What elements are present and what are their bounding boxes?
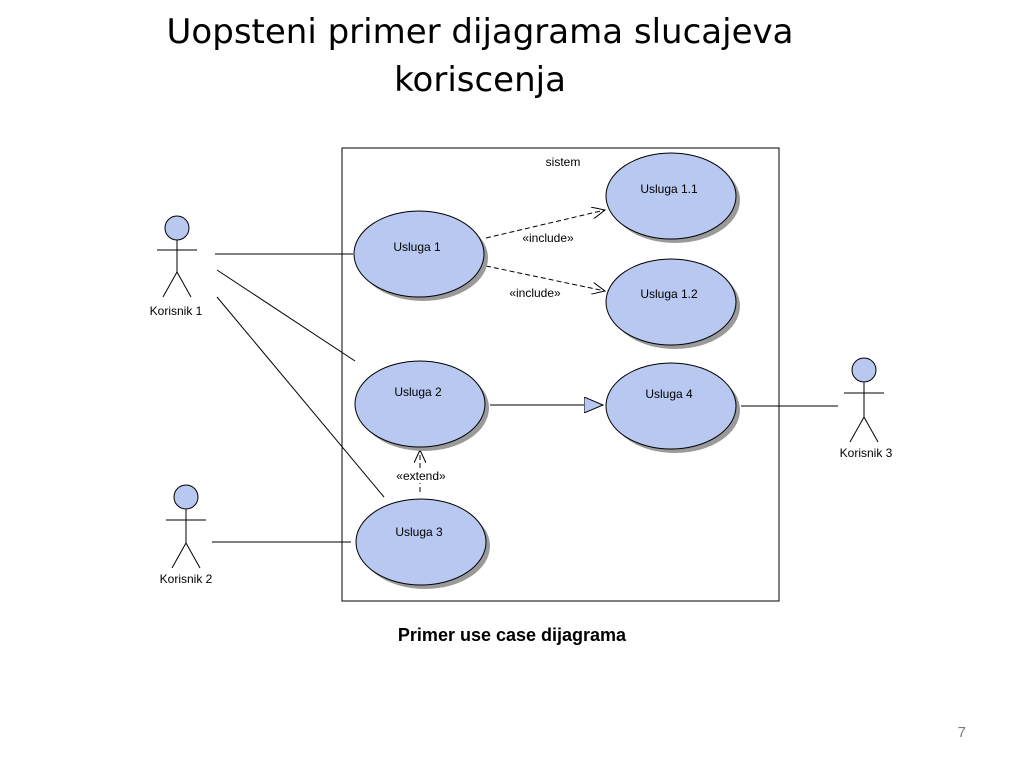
actor-figure-icon <box>157 215 197 298</box>
use-case-label: Usluga 3 <box>395 525 443 539</box>
include-usluga1-usluga11 <box>485 210 605 239</box>
use-case-usluga-2: Usluga 2 <box>354 360 489 451</box>
actor-figure-icon <box>166 484 206 569</box>
use-case-ellipse <box>605 152 737 240</box>
use-case-usluga-1: Usluga 1 <box>353 210 488 301</box>
include-label-1: «include» <box>522 231 574 245</box>
extend-label-background <box>393 468 451 483</box>
use-case-usluga-3: Usluga 3 <box>355 498 490 589</box>
diagram-caption: Primer use case dijagrama <box>397 625 627 645</box>
association-korisnik1-usluga3 <box>216 296 385 498</box>
association-korisnik1-usluga2 <box>216 269 356 362</box>
include-label-2: «include» <box>509 286 561 300</box>
use-case-usluga-1-2: Usluga 1.2 <box>605 258 740 349</box>
use-case-label: Usluga 1.1 <box>640 182 698 196</box>
slide-title-line-2: koriscenja <box>394 60 566 100</box>
system-label: sistem <box>546 155 581 169</box>
slide-title: Uopsteni primer dijagrama slucajeva kori… <box>100 8 860 104</box>
actor-figure-icon <box>844 357 884 443</box>
actor-korisnik-3: Korisnik 3 <box>840 357 893 460</box>
use-case-label: Usluga 1.2 <box>640 287 698 301</box>
page-number: 7 <box>957 724 966 741</box>
actor-label: Korisnik 2 <box>160 572 213 586</box>
use-case-usluga-4: Usluga 4 <box>605 362 740 453</box>
use-case-label: Usluga 4 <box>645 387 693 401</box>
use-case-ellipse <box>354 360 486 448</box>
system-boundary <box>341 147 780 602</box>
use-case-label: Usluga 1 <box>393 240 441 254</box>
use-case-ellipse <box>605 258 737 346</box>
extend-label: «extend» <box>396 469 446 483</box>
actor-korisnik-2: Korisnik 2 <box>160 484 213 586</box>
use-case-label: Usluga 2 <box>394 385 442 399</box>
include-usluga1-usluga12 <box>485 265 605 291</box>
slide-title-line-1: Uopsteni primer dijagrama slucajeva <box>166 12 794 52</box>
use-case-ellipse <box>605 362 737 450</box>
use-case-ellipse <box>355 498 487 586</box>
actor-label: Korisnik 1 <box>150 304 203 318</box>
use-case-usluga-1-1: Usluga 1.1 <box>605 152 740 243</box>
actor-korisnik-1: Korisnik 1 <box>150 215 203 318</box>
actor-label: Korisnik 3 <box>840 446 893 460</box>
use-case-ellipse <box>353 210 485 298</box>
